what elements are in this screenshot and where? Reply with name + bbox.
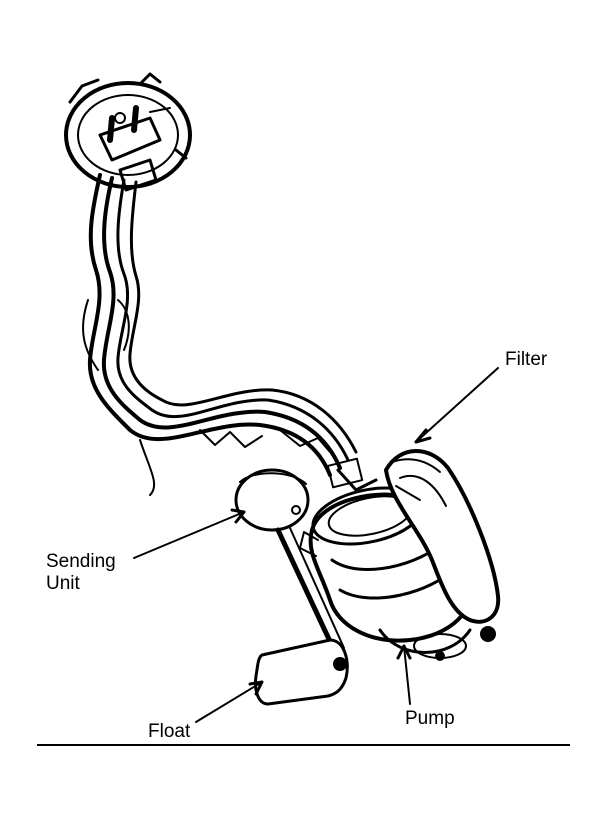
filter-arrowhead-icon bbox=[414, 428, 432, 444]
sending-unit-arrowhead-icon bbox=[230, 508, 246, 524]
sending-unit-leader-line bbox=[133, 511, 245, 559]
sending-unit-body bbox=[234, 468, 310, 532]
callout-arrows bbox=[133, 367, 499, 723]
mounting-flange bbox=[64, 72, 192, 192]
pump-leader-line bbox=[403, 645, 411, 705]
float-body bbox=[254, 638, 349, 706]
caption-rule bbox=[37, 744, 570, 746]
float-label: Float bbox=[148, 721, 191, 742]
fuel-lines-and-wiring bbox=[82, 173, 358, 496]
pump-arrowhead-icon bbox=[396, 644, 412, 660]
float-leader-line bbox=[195, 681, 263, 723]
sending-unit-label-line1: Sending bbox=[46, 551, 116, 572]
pump-label: Pump bbox=[405, 708, 455, 729]
float-arrowhead-icon bbox=[248, 680, 264, 696]
filter-sock bbox=[384, 449, 501, 624]
filter-leader-line bbox=[415, 367, 499, 443]
filter-label: Filter bbox=[505, 349, 548, 370]
sending-unit-label-line2: Unit bbox=[46, 573, 80, 594]
